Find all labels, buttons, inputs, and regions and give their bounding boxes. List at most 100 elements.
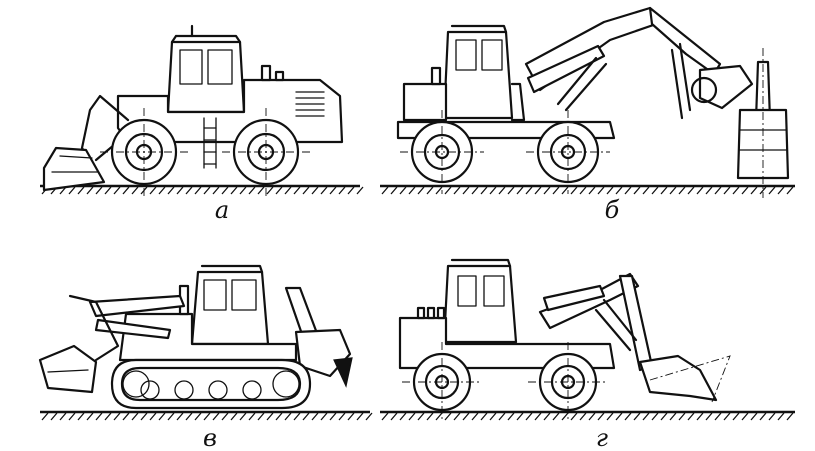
cab-window [231, 279, 257, 311]
ground-hatch [311, 186, 319, 195]
loader-arm [88, 294, 186, 318]
ground-hatch [284, 186, 292, 195]
ground-hatch [579, 186, 587, 195]
ground-hatch [714, 412, 722, 421]
ground-hatch [516, 412, 524, 421]
ground-hatch [498, 186, 506, 195]
track-roller [140, 380, 160, 400]
stick [648, 6, 722, 76]
front-wheel [100, 108, 188, 196]
ground-hatch [498, 412, 506, 421]
ground-hatch [408, 186, 416, 195]
panel-a-label: а [215, 196, 229, 224]
ground-hatch [320, 412, 328, 421]
ground-hatch [275, 412, 283, 421]
panel-d-wheel-machine: г [380, 258, 795, 451]
ground-hatch [41, 412, 49, 421]
ripper-tooth [333, 357, 353, 388]
ground-hatch [95, 412, 103, 421]
ground-hatch [561, 412, 569, 421]
ground-hatch [266, 186, 274, 195]
ground-hatch [525, 186, 533, 195]
ground-hatch [615, 412, 623, 421]
ground-hatch [86, 186, 94, 195]
cab-window [481, 39, 503, 71]
ground-hatch [194, 186, 202, 195]
ground-hatch [113, 412, 121, 421]
rear-wheel [526, 110, 610, 194]
ground-hatch [624, 412, 632, 421]
ground-hatch [248, 412, 256, 421]
ground-hatch [230, 186, 238, 195]
track-sprocket [272, 370, 300, 398]
ground-hatch [696, 186, 704, 195]
ground-hatch [588, 186, 596, 195]
ground-hatch [435, 412, 443, 421]
ground-hatch [320, 186, 328, 195]
ground-hatch [552, 186, 560, 195]
ground-hatch [525, 412, 533, 421]
ground-hatch [399, 412, 407, 421]
ground-hatch [696, 412, 704, 421]
ground-hatch [588, 412, 596, 421]
track-sprocket [122, 370, 150, 398]
ground-hatch [426, 186, 434, 195]
ground-hatch [624, 186, 632, 195]
cab-window [207, 49, 233, 85]
ground-hatch [131, 186, 139, 195]
ground-hatch [705, 412, 713, 421]
ground-hatch [678, 186, 686, 195]
ground-hatch [266, 412, 274, 421]
panel-b-label: б [605, 196, 620, 224]
loader-cylinder [94, 318, 172, 340]
ground-hatch [687, 186, 695, 195]
engine-housing [402, 82, 448, 122]
ground-hatch [534, 412, 542, 421]
ground-hatch [642, 186, 650, 195]
ground-hatch [390, 412, 398, 421]
ground-hatch [768, 412, 776, 421]
ground-hatch [597, 186, 605, 195]
ground-hatch [239, 412, 247, 421]
ground-hatch [705, 186, 713, 195]
ground-hatch [669, 186, 677, 195]
ground-hatch [338, 412, 346, 421]
ground-hatch [669, 412, 677, 421]
ground-hatch [356, 186, 364, 195]
ground-hatch [642, 412, 650, 421]
ground-hatch [381, 412, 389, 421]
exhaust-pipe [260, 64, 272, 82]
stick-cylinder [670, 42, 692, 120]
ground-hatch [284, 412, 292, 421]
ground-hatch [212, 412, 220, 421]
ground-hatch [660, 186, 668, 195]
ground-hatch [435, 186, 443, 195]
ground-hatch [489, 412, 497, 421]
ground-hatch [516, 186, 524, 195]
ground-hatch [786, 186, 794, 195]
ground-hatch [732, 186, 740, 195]
ground-hatch [741, 412, 749, 421]
ground-hatch [122, 412, 130, 421]
ground-hatch [203, 186, 211, 195]
ground-hatch [338, 186, 346, 195]
front-bucket [638, 354, 718, 402]
ground-hatch [311, 412, 319, 421]
ground-hatch [633, 412, 641, 421]
panel-b-wheel-excavator: б [380, 6, 795, 224]
ground-hatch [239, 186, 247, 195]
ground-hatch [777, 412, 785, 421]
ground-hatch [347, 186, 355, 195]
ground-hatch [59, 412, 67, 421]
ground-hatch [750, 186, 758, 195]
track-roller [242, 380, 262, 400]
ground-hatch [597, 412, 605, 421]
cab-window [179, 49, 203, 85]
ground-hatch [203, 412, 211, 421]
ground-hatch [723, 412, 731, 421]
ground-hatch [149, 412, 157, 421]
cab-window [483, 275, 505, 307]
ground-hatch [68, 412, 76, 421]
panel-a-ground [40, 184, 364, 195]
boom-cylinder [542, 284, 606, 312]
